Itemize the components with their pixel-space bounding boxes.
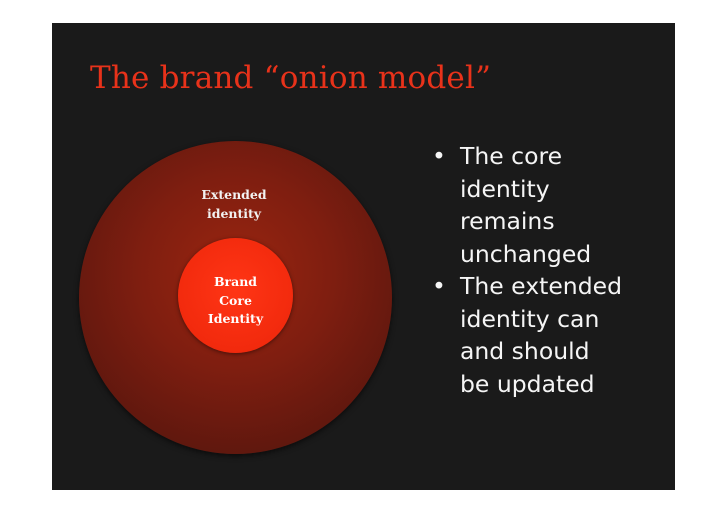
bullet-line: The extended — [460, 272, 622, 300]
extended-identity-label-line: identity — [206, 206, 262, 221]
bullet-list: • The core identity remains unchanged • … — [432, 140, 622, 400]
bullet-marker: • — [432, 142, 446, 170]
bullet-marker: • — [432, 272, 446, 300]
core-identity-label-line: Brand — [213, 274, 258, 289]
bullet-line: identity — [460, 174, 550, 203]
slide-title: The brand “onion model” — [90, 60, 492, 96]
core-identity-label-line: Core — [219, 292, 252, 308]
bullet-line: The core — [460, 142, 563, 170]
bullet-line: and should — [460, 337, 590, 365]
bullet-line: identity can — [460, 304, 600, 333]
slide: The brand “onion model” Extended identit… — [52, 23, 675, 490]
bullet-item: • The core identity remains unchanged — [432, 140, 622, 270]
bullet-line: remains — [460, 207, 555, 235]
core-identity-label: Brand Core Identity — [178, 273, 293, 329]
extended-identity-label: Extended identity — [182, 185, 286, 223]
bullet-item: • The extended identity can and should b… — [432, 270, 622, 400]
core-identity-circle — [178, 238, 293, 353]
bullet-line: be updated — [460, 369, 595, 398]
core-identity-label-line: Identity — [207, 311, 264, 326]
extended-identity-label-line: Extended — [201, 187, 267, 202]
bullet-line: unchanged — [460, 239, 592, 268]
